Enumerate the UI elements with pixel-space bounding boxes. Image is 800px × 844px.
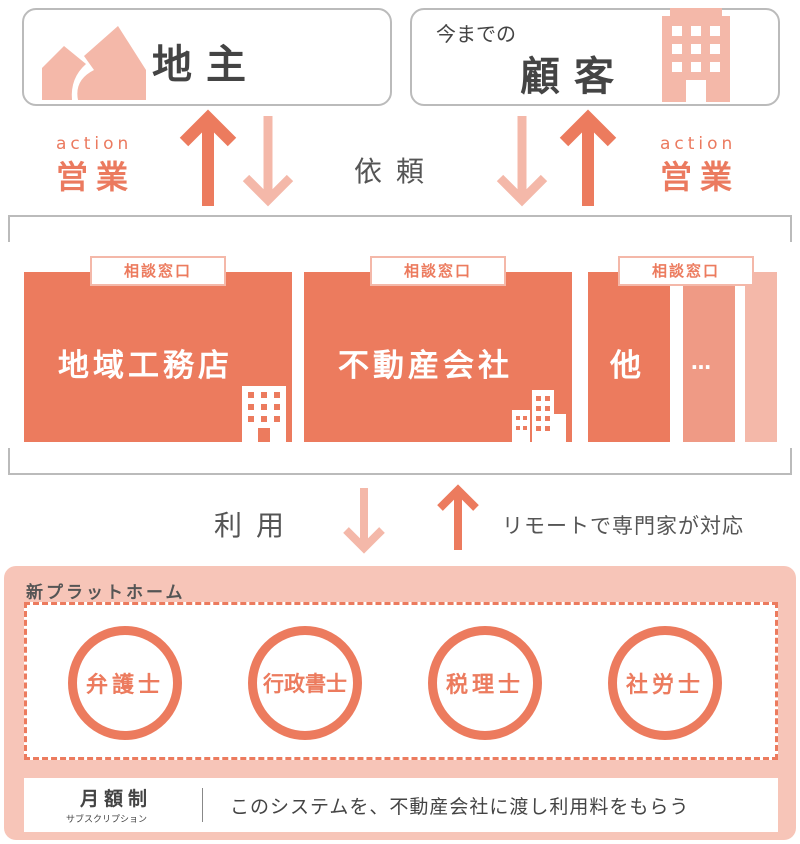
consult-tab: 相談窓口 [370, 256, 506, 286]
customer-label: 顧客 [520, 54, 628, 100]
expert-tax-accountant: 税理士 [428, 626, 542, 740]
platform-panel: 新プラットホーム 弁護士 行政書士 税理士 社労士 月額制 サブスクリプション … [4, 566, 796, 840]
company-name: 地域工務店 [58, 348, 233, 384]
up-arrow-icon [559, 109, 617, 206]
company-name: 他 [610, 348, 645, 384]
down-arrow-icon [496, 116, 548, 207]
remote-label: リモートで専門家が対応 [502, 514, 744, 538]
company-other: 他 [588, 272, 670, 442]
down-arrow-icon [242, 116, 294, 207]
subscription-title: 月額制 [80, 788, 153, 810]
company-more-2 [745, 272, 777, 442]
company-real-estate: 不動産会社 [304, 272, 572, 442]
expert-scrivener: 行政書士 [248, 626, 362, 740]
expert-lawyer: 弁護士 [68, 626, 182, 740]
landowner-box: 地主 [22, 8, 392, 106]
use-label: 利用 [214, 509, 299, 542]
platform-title: 新プラットホーム [26, 583, 186, 603]
action-right-jp: 営業 [660, 158, 741, 196]
expert-labor-consultant: 社労士 [608, 626, 722, 740]
consult-tab: 相談窓口 [618, 256, 754, 286]
arrows-bottom [343, 484, 479, 554]
landowner-label: 地主 [152, 42, 260, 88]
up-arrow-icon [437, 484, 479, 550]
action-left-en: action [56, 134, 133, 154]
company-more: … [683, 272, 735, 442]
building-icon [242, 386, 286, 442]
buildings-icon [512, 390, 566, 442]
action-left-jp: 営業 [56, 158, 137, 196]
building-icon [662, 8, 730, 102]
action-right-en: action [660, 134, 737, 154]
consult-tab: 相談窓口 [90, 256, 226, 286]
divider [202, 788, 203, 822]
subscription-ruby: サブスクリプション [66, 815, 148, 825]
down-arrow-icon [343, 488, 385, 554]
arrows-top [179, 109, 617, 207]
mountain-icon [42, 26, 146, 100]
customer-sublabel: 今までの [436, 22, 516, 46]
subscription-bar: 月額制 サブスクリプション このシステムを、不動産会社に渡し利用料をもらう [24, 778, 778, 832]
company-name: 不動産会社 [338, 348, 513, 384]
more-label: … [691, 350, 711, 374]
up-arrow-icon [179, 109, 237, 206]
request-label: 依頼 [354, 155, 439, 188]
customer-box: 今までの 顧客 [410, 8, 780, 106]
company-local-builder: 地域工務店 [24, 272, 292, 442]
bracket [8, 215, 792, 475]
subscription-description: このシステムを、不動産会社に渡し利用料をもらう [230, 796, 690, 818]
